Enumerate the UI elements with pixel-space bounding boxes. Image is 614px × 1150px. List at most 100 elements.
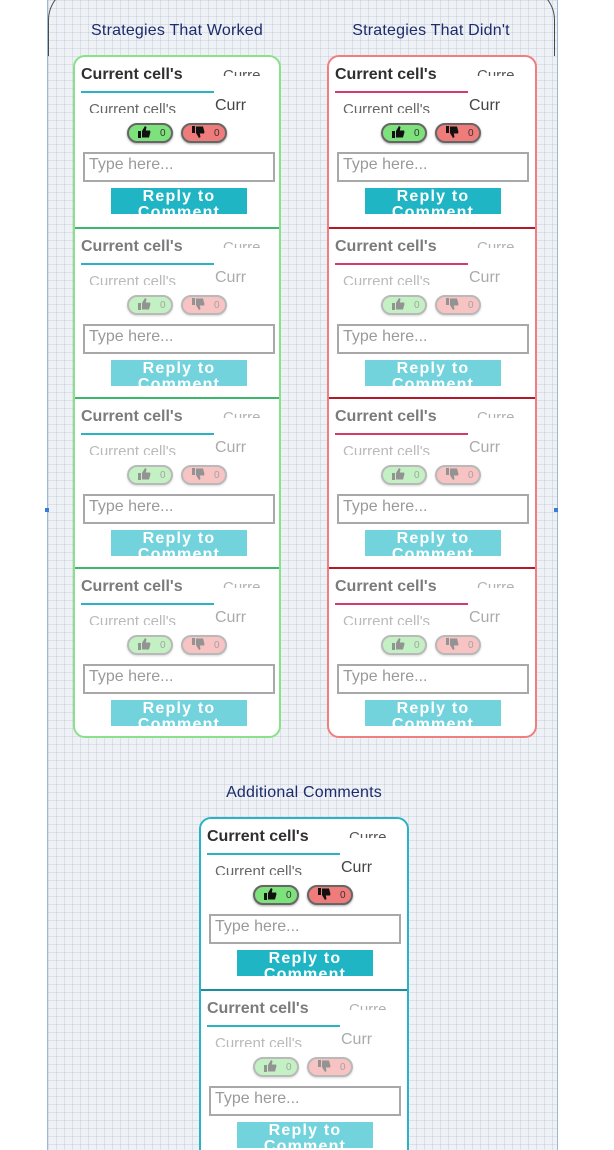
card-subtitle: Current cell's: [89, 273, 177, 285]
downvote-button[interactable]: 0: [181, 465, 227, 485]
upvote-count: 0: [160, 640, 166, 651]
downvote-button[interactable]: 0: [181, 295, 227, 315]
card-title-overflow: Curre: [477, 409, 515, 418]
upvote-count: 0: [286, 890, 292, 901]
card-title-overflow: Curre: [477, 239, 515, 248]
upvote-button[interactable]: 0: [381, 635, 427, 655]
downvote-button[interactable]: 0: [307, 885, 353, 905]
downvote-button[interactable]: 0: [181, 635, 227, 655]
vote-controls: 0 0: [127, 635, 231, 657]
card-subtitle-overflow: Curr: [469, 269, 501, 283]
downvote-button[interactable]: 0: [435, 295, 481, 315]
comment-card: Current cell's Curre Current cell's Curr…: [329, 397, 535, 567]
reply-input[interactable]: Type here...: [83, 324, 275, 354]
thumbs-down-icon: [192, 298, 205, 313]
reply-button[interactable]: Reply to Comment: [111, 360, 247, 386]
title-underline: [81, 263, 214, 265]
upvote-button[interactable]: 0: [127, 465, 173, 485]
reply-placeholder: Type here...: [343, 498, 428, 515]
comment-card: Current cell's Curre Current cell's Curr…: [75, 57, 279, 227]
upvote-count: 0: [414, 128, 420, 139]
comment-card: Current cell's Curre Current cell's Curr…: [201, 819, 407, 989]
vote-controls: 0 0: [127, 465, 231, 487]
reply-placeholder: Type here...: [215, 1090, 300, 1107]
card-title: Current cell's: [81, 238, 183, 255]
reply-button[interactable]: Reply to Comment: [111, 700, 247, 726]
upvote-count: 0: [414, 640, 420, 651]
resize-handle-right[interactable]: [554, 508, 558, 512]
reply-button[interactable]: Reply to Comment: [365, 360, 501, 386]
thumbs-up-icon: [264, 888, 277, 903]
upvote-button[interactable]: 0: [127, 295, 173, 315]
card-subtitle-overflow: Curr: [469, 97, 501, 111]
reply-input[interactable]: Type here...: [83, 664, 275, 694]
reply-input[interactable]: Type here...: [83, 494, 275, 524]
title-underline: [335, 603, 468, 605]
reply-input[interactable]: Type here...: [83, 152, 275, 182]
downvote-button[interactable]: 0: [307, 1057, 353, 1077]
upvote-button[interactable]: 0: [253, 1057, 299, 1077]
upvote-button[interactable]: 0: [127, 123, 173, 143]
downvote-count: 0: [214, 128, 220, 139]
card-title-overflow: Curre: [477, 67, 515, 76]
downvote-count: 0: [340, 1062, 346, 1073]
reply-input[interactable]: Type here...: [337, 494, 529, 524]
card-subtitle: Current cell's: [89, 101, 177, 113]
card-subtitle-overflow: Curr: [341, 1031, 373, 1045]
upvote-button[interactable]: 0: [253, 885, 299, 905]
thumbs-down-icon: [318, 888, 331, 903]
upvote-button[interactable]: 0: [381, 465, 427, 485]
comment-card: Current cell's Curre Current cell's Curr…: [329, 57, 535, 227]
thumbs-up-icon: [138, 126, 151, 141]
upvote-button[interactable]: 0: [381, 295, 427, 315]
reply-button[interactable]: Reply to Comment: [365, 530, 501, 556]
downvote-count: 0: [340, 890, 346, 901]
upvote-button[interactable]: 0: [381, 123, 427, 143]
thumbs-up-icon: [138, 298, 151, 313]
reply-button[interactable]: Reply to Comment: [365, 188, 501, 214]
downvote-count: 0: [214, 640, 220, 651]
comment-card: Current cell's Curre Current cell's Curr…: [329, 567, 535, 736]
reply-button[interactable]: Reply to Comment: [237, 950, 373, 976]
column-didnt: Current cell's Curre Current cell's Curr…: [327, 55, 537, 738]
thumbs-down-icon: [446, 468, 459, 483]
thumbs-down-icon: [318, 1060, 331, 1075]
comment-card: Current cell's Curre Current cell's Curr…: [75, 227, 279, 397]
reply-input[interactable]: Type here...: [337, 664, 529, 694]
card-title-overflow: Curre: [223, 579, 261, 588]
reply-button[interactable]: Reply to Comment: [111, 188, 247, 214]
reply-button[interactable]: Reply to Comment: [111, 530, 247, 556]
reply-placeholder: Type here...: [343, 328, 428, 345]
downvote-button[interactable]: 0: [435, 123, 481, 143]
card-title: Current cell's: [81, 578, 183, 595]
card-title: Current cell's: [207, 1000, 309, 1017]
card-subtitle: Current cell's: [89, 443, 177, 455]
card-subtitle-overflow: Curr: [215, 269, 247, 283]
thumbs-down-icon: [192, 126, 205, 141]
comment-card: Current cell's Curre Current cell's Curr…: [75, 567, 279, 736]
downvote-count: 0: [468, 470, 474, 481]
downvote-button[interactable]: 0: [181, 123, 227, 143]
reply-input[interactable]: Type here...: [209, 1086, 401, 1116]
column-worked: Current cell's Curre Current cell's Curr…: [73, 55, 281, 738]
upvote-button[interactable]: 0: [127, 635, 173, 655]
reply-input[interactable]: Type here...: [209, 914, 401, 944]
card-subtitle: Current cell's: [343, 443, 431, 455]
upvote-count: 0: [414, 300, 420, 311]
card-title: Current cell's: [335, 238, 437, 255]
card-subtitle: Current cell's: [343, 273, 431, 285]
reply-input[interactable]: Type here...: [337, 324, 529, 354]
reply-button[interactable]: Reply to Comment: [365, 700, 501, 726]
title-underline: [335, 91, 468, 93]
reply-placeholder: Type here...: [89, 498, 174, 515]
downvote-button[interactable]: 0: [435, 635, 481, 655]
reply-button[interactable]: Reply to Comment: [237, 1122, 373, 1148]
card-subtitle-overflow: Curr: [215, 609, 247, 623]
column-additional: Current cell's Curre Current cell's Curr…: [199, 817, 409, 1150]
resize-handle-left[interactable]: [45, 508, 49, 512]
downvote-button[interactable]: 0: [435, 465, 481, 485]
upvote-count: 0: [160, 128, 166, 139]
thumbs-up-icon: [138, 638, 151, 653]
reply-placeholder: Type here...: [215, 918, 300, 935]
reply-input[interactable]: Type here...: [337, 152, 529, 182]
